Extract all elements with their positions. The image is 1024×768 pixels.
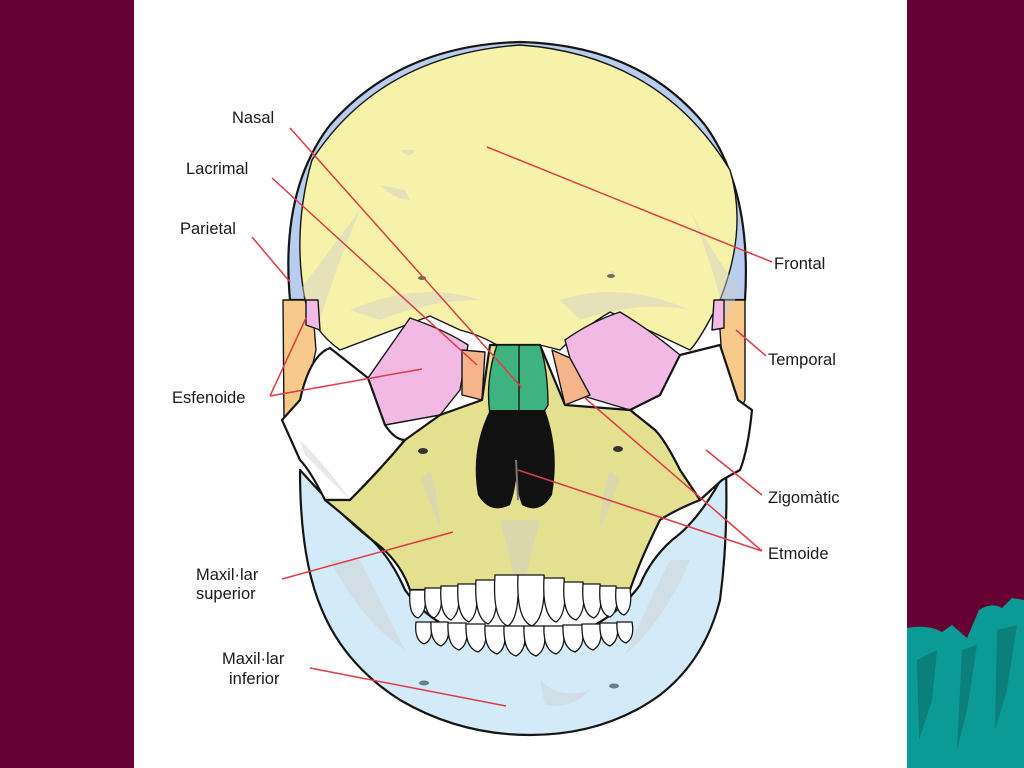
leader-maxillar-superior bbox=[281, 531, 454, 580]
leader-lacrimal bbox=[271, 177, 478, 366]
label-maxillar-inferior-line2: inferior bbox=[229, 670, 280, 688]
label-etmoide: Etmoide bbox=[768, 545, 829, 563]
upper-teeth bbox=[409, 574, 632, 627]
label-frontal: Frontal bbox=[774, 255, 825, 273]
leader-frontal bbox=[486, 146, 773, 263]
leader-esfenoide-2 bbox=[269, 368, 423, 397]
etmoide-bone-left bbox=[461, 349, 486, 401]
leader-maxillar-inferior bbox=[309, 667, 507, 707]
lower-teeth bbox=[415, 621, 634, 657]
leader-etmoide-2 bbox=[584, 397, 763, 552]
leader-esfenoide-1 bbox=[269, 317, 307, 397]
skull-diagram: Nasal Lacrimal Parietal Esfenoide Maxil·… bbox=[172, 40, 840, 737]
label-zigomatic: Zigomàtic bbox=[768, 489, 840, 507]
label-lacrimal: Lacrimal bbox=[186, 160, 248, 178]
label-nasal: Nasal bbox=[232, 109, 274, 127]
leader-zigomatic bbox=[705, 449, 763, 496]
label-esfenoide: Esfenoide bbox=[172, 389, 245, 407]
label-maxillar-inferior-line1: Maxil·lar bbox=[222, 650, 285, 668]
label-maxillar-superior-line2: superior bbox=[196, 585, 256, 603]
etmoide-bone-right bbox=[551, 349, 591, 406]
leader-temporal bbox=[735, 329, 767, 357]
leader-parietal bbox=[251, 236, 291, 283]
esfenoide-bone-left bbox=[367, 317, 469, 426]
leader-nasal bbox=[289, 127, 523, 389]
nasal-cavity bbox=[475, 410, 555, 509]
label-parietal: Parietal bbox=[180, 220, 236, 238]
leader-etmoide-1 bbox=[517, 469, 763, 552]
teal-mountain-decoration bbox=[907, 598, 1024, 768]
nasal-bone bbox=[487, 344, 549, 416]
label-maxillar-superior-line1: Maxil·lar bbox=[196, 566, 259, 584]
label-temporal: Temporal bbox=[768, 351, 836, 369]
